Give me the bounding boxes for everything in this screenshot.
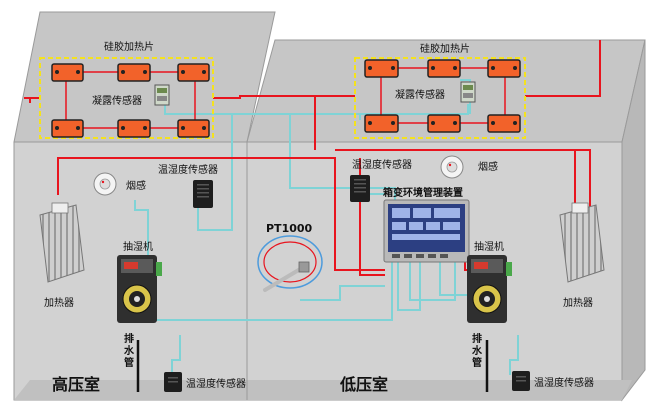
label-th-sensor-top-left: 温湿度传感器 (158, 163, 218, 176)
drain-pipes (136, 340, 489, 392)
label-smoke-left: 烟感 (126, 179, 146, 192)
dehumidifier-right-icon (467, 255, 512, 323)
condensation-sensor-right-icon (460, 81, 476, 103)
silicone-heater-left (39, 57, 214, 139)
label-drain-left-3: 管 (124, 356, 134, 369)
heater-left-icon (39, 202, 85, 283)
label-th-sensor-bottom-left: 温湿度传感器 (186, 377, 246, 390)
label-drain-right-3: 管 (472, 356, 482, 369)
cabinet-walls (13, 11, 646, 402)
label-condensation-right: 凝露传感器 (395, 88, 445, 101)
label-room-high: 高压室 (52, 375, 100, 394)
label-drain-left-2: 水 (123, 344, 135, 357)
power-wires (24, 40, 601, 276)
labels: 硅胶加热片 硅胶加热片 凝露传感器 凝露传感器 温湿度传感器 温湿度传感器 烟感… (44, 40, 594, 394)
label-th-sensor-top-mid: 温湿度传感器 (352, 158, 412, 171)
label-drain-left-1: 排 (124, 332, 134, 345)
silicone-heater-right (354, 57, 526, 139)
th-sensor-bottom-left-icon (164, 372, 182, 392)
label-silicone-heater-right: 硅胶加热片 (420, 42, 470, 55)
heater-right-icon (559, 202, 605, 283)
label-drain-right-2: 水 (471, 344, 483, 357)
label-silicone-heater-left: 硅胶加热片 (104, 40, 154, 53)
th-sensor-bottom-right-icon (512, 371, 530, 391)
label-heater-left: 加热器 (44, 296, 74, 309)
smoke-detector-left-icon (93, 172, 117, 196)
condensation-sensor-left-icon (154, 84, 170, 106)
label-room-low: 低压室 (339, 375, 388, 394)
label-dehumidifier-right: 抽湿机 (474, 240, 504, 253)
label-th-sensor-bottom-right: 温湿度传感器 (534, 376, 594, 389)
th-sensor-top-mid-icon (350, 175, 370, 202)
label-heater-right: 加热器 (563, 296, 593, 309)
label-controller: 箱变环境管理装置 (383, 186, 463, 199)
dehumidifier-left-icon (117, 255, 162, 323)
label-dehumidifier-left: 抽湿机 (123, 240, 153, 253)
pt1000-probe-icon (257, 235, 323, 292)
smoke-detector-right-icon (440, 155, 464, 179)
label-condensation-left: 凝露传感器 (92, 94, 142, 107)
label-pt1000: PT1000 (266, 222, 313, 235)
th-sensor-top-left-icon (193, 180, 213, 208)
label-drain-right-1: 排 (472, 332, 482, 345)
environment-controller-icon (383, 199, 470, 263)
label-smoke-right: 烟感 (478, 160, 498, 173)
